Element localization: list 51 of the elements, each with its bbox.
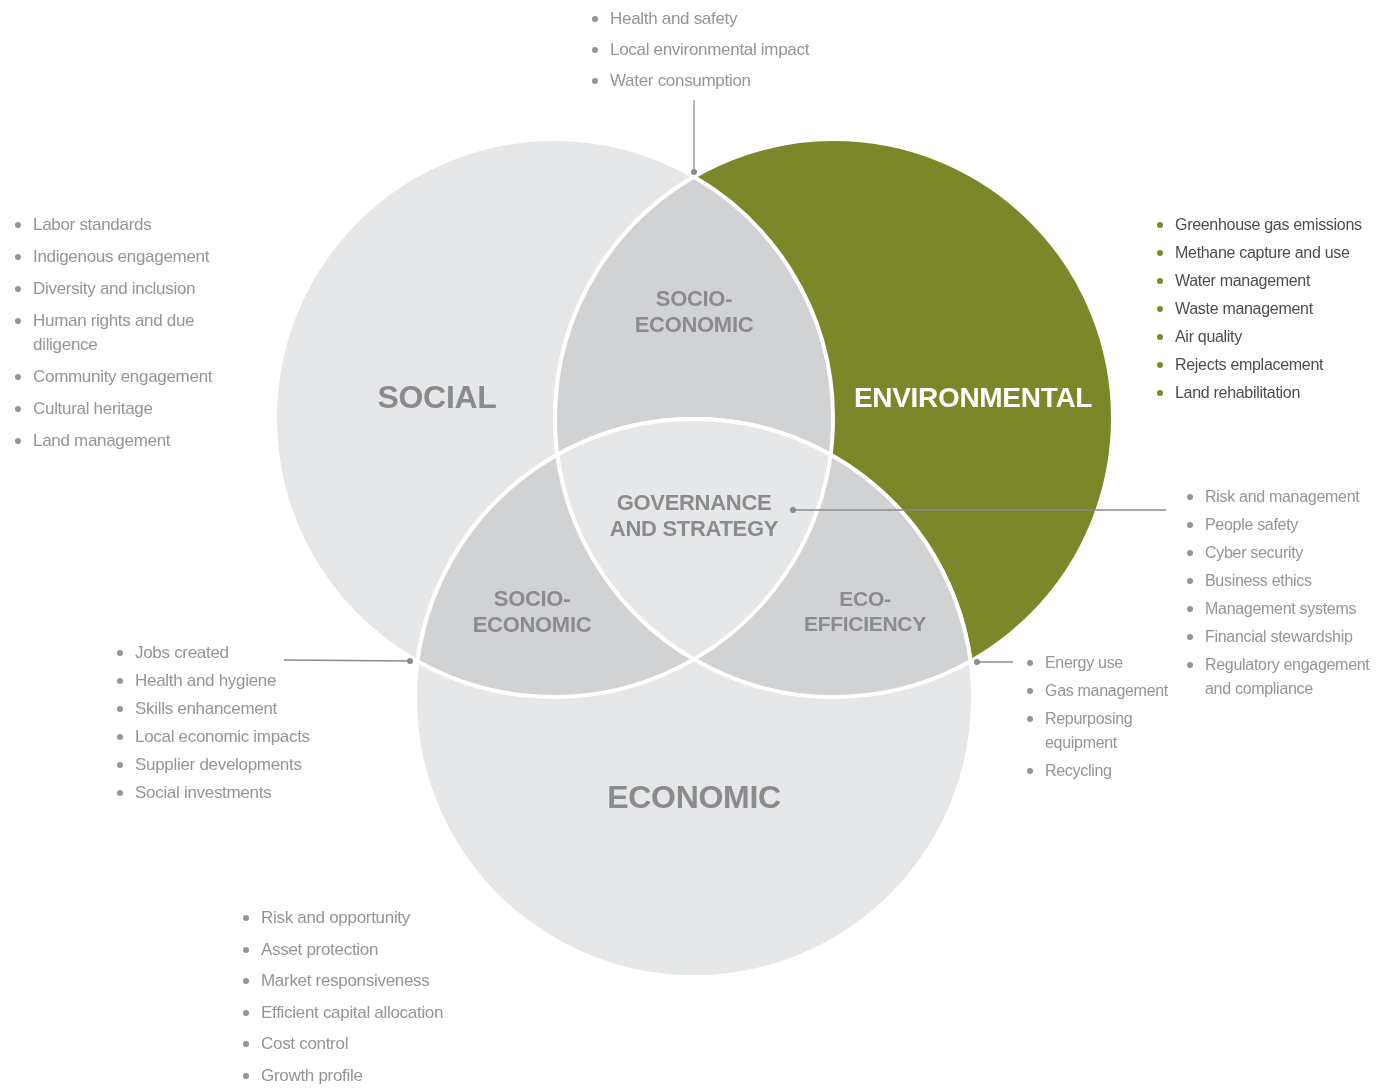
list-item: Indigenous engagement: [15, 245, 215, 269]
list-item: Energy use: [1027, 651, 1177, 675]
region-label: ENVIRONMENTAL: [852, 381, 1094, 415]
list-item: Greenhouse gas emissions: [1157, 213, 1379, 237]
region-label: ECO-EFFICIENCY: [803, 587, 927, 637]
list-item: Air quality: [1157, 325, 1379, 349]
leader-line: [283, 658, 413, 664]
list-item: Water management: [1157, 269, 1379, 293]
list-item: Management systems: [1187, 597, 1379, 621]
list-item: Efficient capital allocation: [243, 1000, 463, 1025]
region-label: SOCIAL: [376, 379, 498, 417]
leader-line: [790, 507, 1167, 513]
list-item: People safety: [1187, 513, 1379, 537]
list-item: Waste management: [1157, 297, 1379, 321]
list-item: Recycling: [1027, 759, 1177, 783]
list-item: Market responsiveness: [243, 969, 463, 994]
list-item: Local economic impacts: [117, 725, 317, 749]
list-item: Cyber security: [1187, 541, 1379, 565]
list-item: Business ethics: [1187, 569, 1379, 593]
leader-line: [974, 659, 1014, 665]
list-item: Human rights and due diligence: [15, 309, 215, 357]
list-item: Financial stewardship: [1187, 625, 1379, 649]
list-item: Health and safety: [592, 7, 832, 31]
list-item: Community engagement: [15, 365, 215, 389]
list-item: Water consumption: [592, 69, 832, 93]
list-item: Land rehabilitation: [1157, 381, 1379, 405]
list-item: Repurposing equipment: [1027, 707, 1177, 755]
region-label: SOCIO-ECONOMIC: [633, 286, 755, 338]
list-item: Regulatory engagement and compliance: [1187, 653, 1379, 701]
region-label: SOCIO-ECONOMIC: [471, 586, 593, 638]
list-item: Rejects emplacement: [1157, 353, 1379, 377]
list-item: Labor standards: [15, 213, 215, 237]
list-item: Supplier developments: [117, 753, 317, 777]
list-item: Diversity and inclusion: [15, 277, 215, 301]
region-label: GOVERNANCE AND STRATEGY: [608, 490, 780, 542]
list-item: Cultural heritage: [15, 397, 215, 421]
list-item: Gas management: [1027, 679, 1177, 703]
list-item: Risk and management: [1187, 485, 1379, 509]
list-item: Cost control: [243, 1032, 463, 1057]
list-item: Social investments: [117, 781, 317, 805]
leader-line: [691, 99, 697, 175]
region-label: ECONOMIC: [606, 779, 782, 817]
list-item: Local environmental impact: [592, 38, 832, 62]
list-item: Asset protection: [243, 937, 463, 962]
list-item: Jobs created: [117, 641, 317, 665]
list-item: Land management: [15, 429, 215, 453]
list-item: Risk and opportunity: [243, 906, 463, 930]
list-item: Growth profile: [243, 1063, 463, 1088]
list-item: Health and hygiene: [117, 669, 317, 693]
list-item: Methane capture and use: [1157, 241, 1379, 265]
list-item: Skills enhancement: [117, 697, 317, 721]
